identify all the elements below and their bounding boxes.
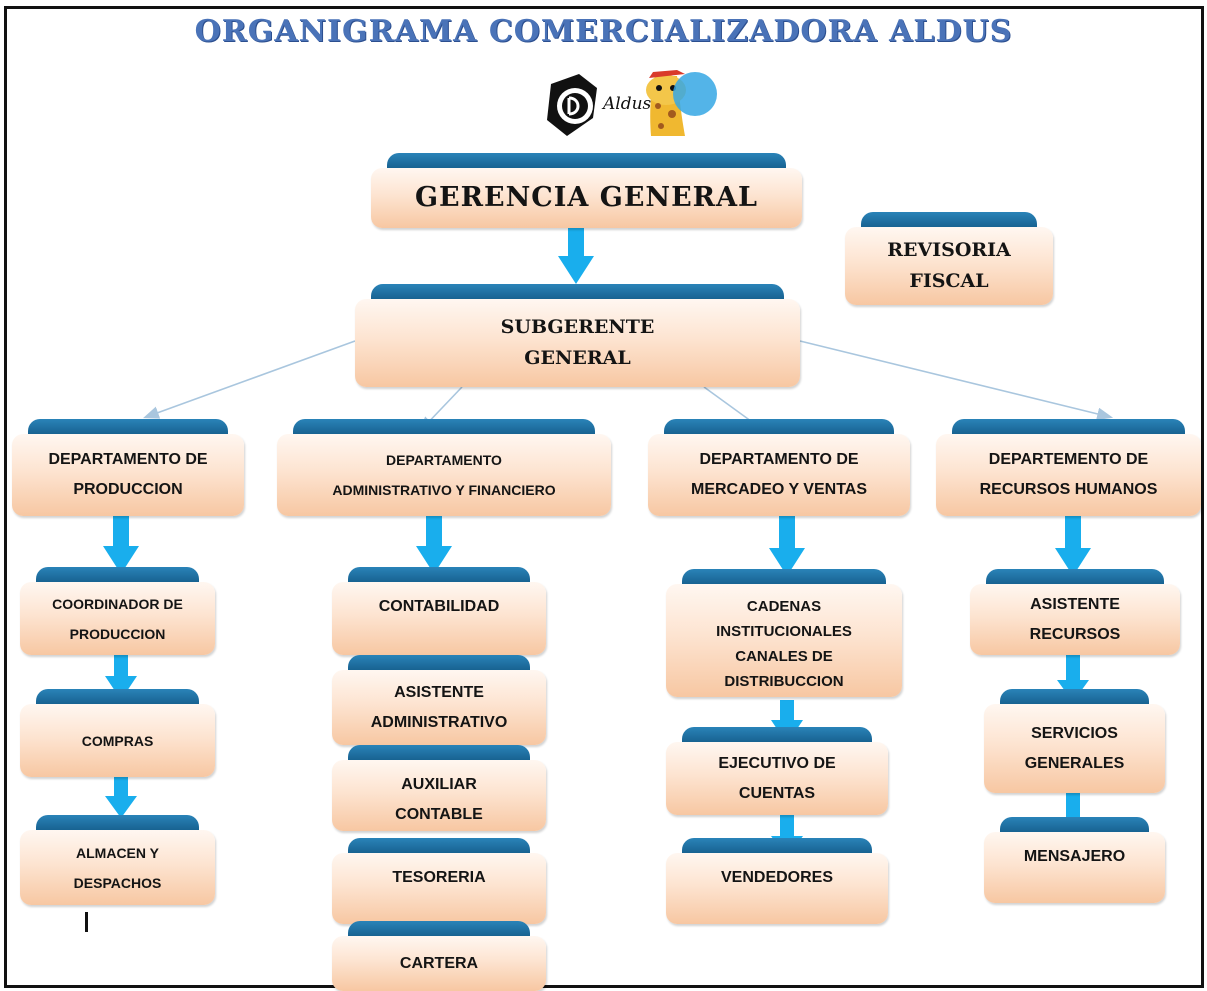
page-frame xyxy=(4,6,1204,988)
box-label: COORDINADOR DE PRODUCCION xyxy=(52,595,183,642)
box-servicios-generales: SERVICIOS GENERALES xyxy=(984,689,1165,793)
box-label: SERVICIOS GENERALES xyxy=(1024,724,1125,772)
box-label: ASISTENTE ADMINISTRATIVO xyxy=(370,683,508,731)
box-departamento-administrativo: DEPARTAMENTO ADMINISTRATIVO Y FINANCIERO xyxy=(277,419,611,516)
box-coordinador-produccion: COORDINADOR DE PRODUCCION xyxy=(20,567,215,655)
box-gerencia-general: GERENCIA GENERAL xyxy=(371,153,802,228)
box-label: CADENAS INSTITUCIONALES CANALES DE DISTR… xyxy=(716,598,852,690)
box-label: AUXILIAR CONTABLE xyxy=(395,776,483,823)
box-contabilidad: CONTABILIDAD xyxy=(332,567,546,655)
page-title: ORGANIGRAMA COMERCIALIZADORA ALDUS xyxy=(194,14,1013,49)
box-cadenas-institucionales: CADENAS INSTITUCIONALES CANALES DE DISTR… xyxy=(666,569,902,697)
box-departamento-produccion: DEPARTAMENTO DE PRODUCCION xyxy=(12,419,244,516)
box-revisoria-fiscal: REVISORIA FISCAL xyxy=(845,212,1053,305)
logo-text: Aldus xyxy=(603,94,652,114)
box-departamento-mercadeo: DEPARTAMENTO DE MERCADEO Y VENTAS xyxy=(648,419,910,516)
box-label: CARTERA xyxy=(399,954,479,972)
box-label: EJECUTIVO DE CUENTAS xyxy=(718,754,836,802)
box-auxiliar-contable: AUXILIAR CONTABLE xyxy=(332,745,546,831)
box-label: TESORERIA xyxy=(392,869,486,886)
box-label: DEPARTAMENTO DE PRODUCCION xyxy=(48,451,208,498)
box-label: DEPARTAMENTO DE MERCADEO Y VENTAS xyxy=(690,451,868,498)
aldus-logo: Aldus xyxy=(545,70,741,142)
box-cartera: CARTERA xyxy=(332,921,546,991)
box-asistente-administrativo: ASISTENTE ADMINISTRATIVO xyxy=(332,655,546,745)
box-label: COMPRAS xyxy=(81,732,154,749)
box-label: GERENCIA GENERAL xyxy=(414,182,759,213)
box-departamento-recursos-humanos: DEPARTEMENTO DE RECURSOS HUMANOS xyxy=(936,419,1201,516)
box-label: ASISTENTE RECURSOS xyxy=(1029,595,1121,643)
box-ejecutivo-cuentas: EJECUTIVO DE CUENTAS xyxy=(666,727,888,815)
box-label: DEPARTAMENTO ADMINISTRATIVO Y FINANCIERO xyxy=(332,452,556,498)
box-label: MENSAJERO xyxy=(1023,848,1126,865)
box-vendedores: VENDEDORES xyxy=(666,838,888,924)
box-label: CONTABILIDAD xyxy=(378,598,500,615)
box-label: ALMACEN Y DESPACHOS xyxy=(73,844,162,891)
box-label: REVISORIA FISCAL xyxy=(887,239,1011,292)
aldus-logo-graphic xyxy=(547,70,717,136)
box-label: VENDEDORES xyxy=(720,869,834,886)
box-almacen-despachos: ALMACEN Y DESPACHOS xyxy=(20,815,215,905)
box-label: DEPARTEMENTO DE RECURSOS HUMANOS xyxy=(979,451,1158,498)
box-mensajero: MENSAJERO xyxy=(984,817,1165,903)
box-asistente-recursos: ASISTENTE RECURSOS xyxy=(970,569,1180,655)
text-cursor xyxy=(85,912,88,932)
box-label: SUBGERENTE GENERAL xyxy=(500,316,655,369)
box-compras: COMPRAS xyxy=(20,689,215,777)
box-subgerente-general: SUBGERENTE GENERAL xyxy=(355,284,800,387)
box-tesoreria: TESORERIA xyxy=(332,838,546,924)
